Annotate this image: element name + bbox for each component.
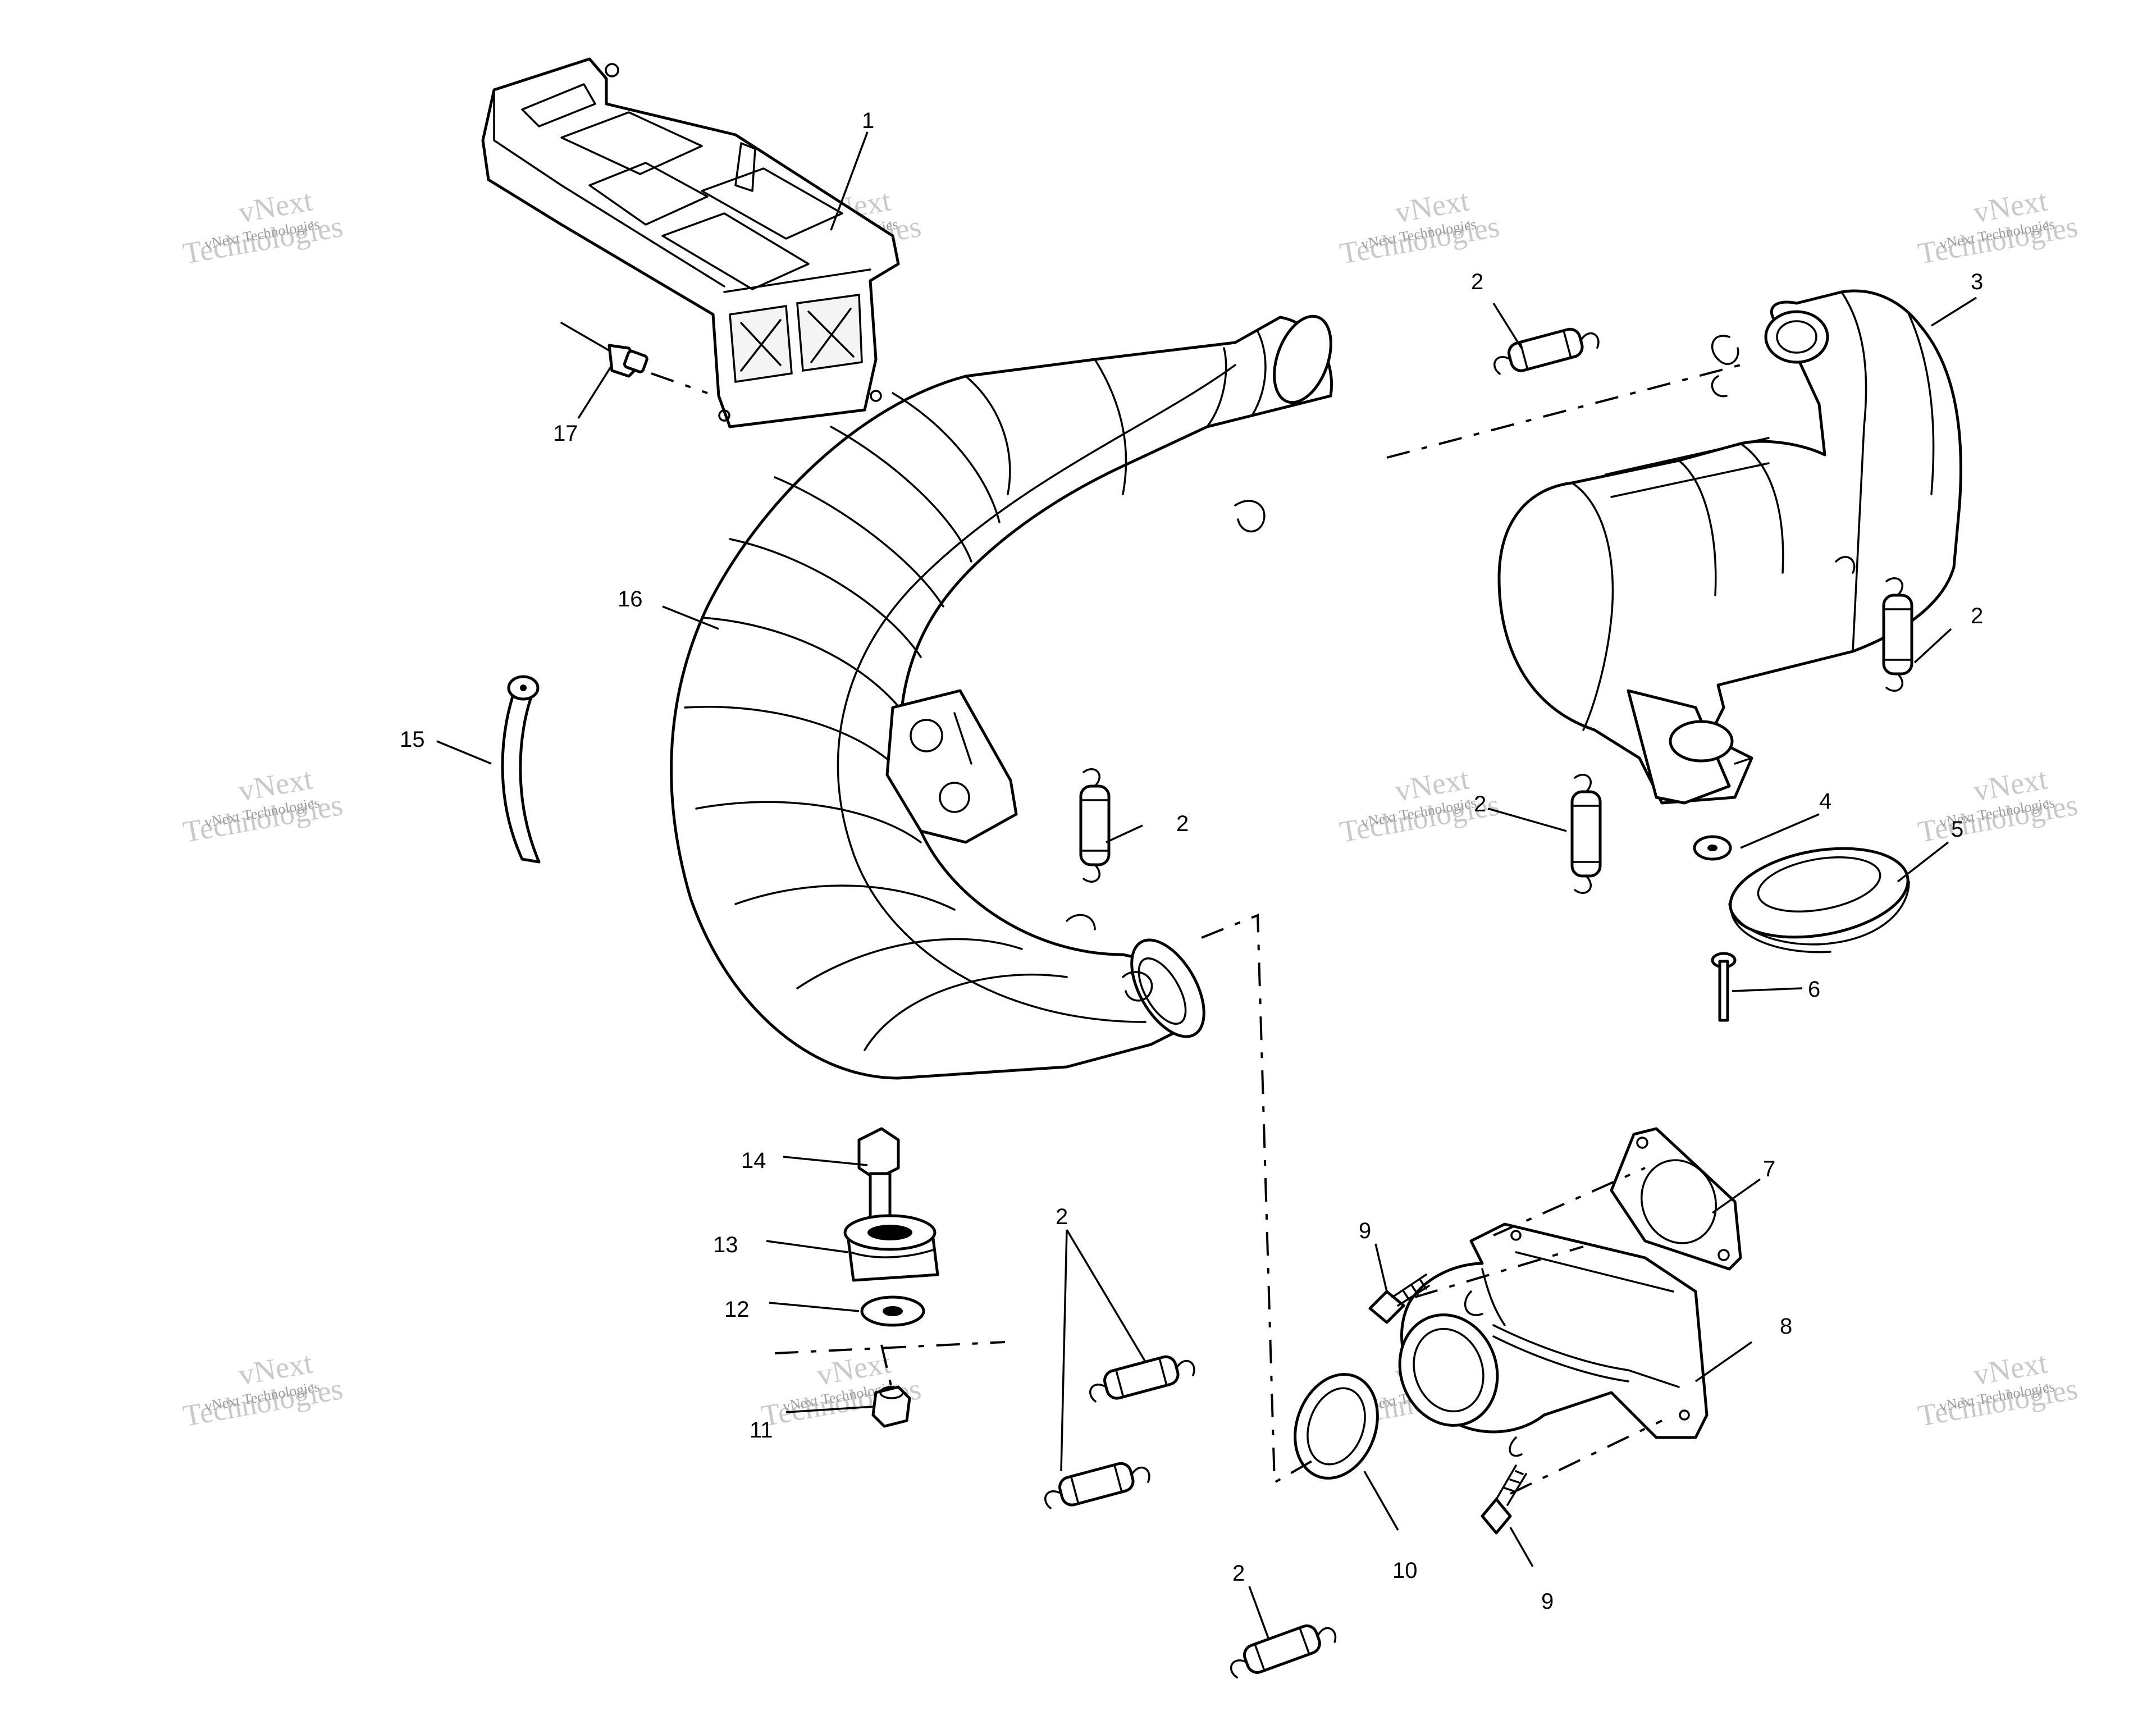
spring-c <box>1079 768 1111 883</box>
leader-lines <box>436 131 1977 1640</box>
spring-a <box>1493 327 1600 375</box>
callout-labels: 1 17 16 15 2 2 2 2 3 4 5 6 7 8 9 9 10 14… <box>400 108 1983 1614</box>
rivet-pin <box>1711 952 1737 1022</box>
spring-d <box>1570 774 1602 894</box>
bolt-lower <box>1481 1464 1527 1535</box>
watermark: Technologies vNext vNext Technologies <box>181 762 345 849</box>
callout-2-top: 2 <box>1471 270 1483 294</box>
mounting-bracket <box>481 57 900 428</box>
spring-e <box>1089 1355 1195 1403</box>
grommet <box>1728 847 1910 953</box>
callout-16: 16 <box>618 587 643 611</box>
callout-8: 8 <box>1780 1314 1792 1339</box>
washer <box>1693 835 1732 861</box>
flange-gasket <box>1294 1373 1379 1480</box>
spring-f <box>1044 1462 1150 1509</box>
callout-15: 15 <box>400 727 425 752</box>
callout-2-center: 2 <box>1176 811 1189 836</box>
nut <box>871 1385 911 1428</box>
callout-2-right: 2 <box>1971 604 1983 628</box>
callout-12: 12 <box>724 1297 750 1322</box>
gasket <box>1610 1127 1742 1271</box>
callout-2-springs-pair: 2 <box>1056 1204 1068 1229</box>
callout-3: 3 <box>1971 270 1983 294</box>
rubber-bushing <box>843 1214 939 1282</box>
callout-17: 17 <box>553 421 578 446</box>
callout-2-bottom: 2 <box>1232 1561 1245 1586</box>
watermark: Technologies vNext vNext Technologies <box>1916 762 2080 849</box>
watermark: Technologies vNext vNext Technologies <box>1916 184 2080 271</box>
callout-1: 1 <box>862 108 874 133</box>
callout-11: 11 <box>750 1418 773 1443</box>
spring-g <box>1230 1624 1337 1679</box>
callout-5: 5 <box>1951 817 1963 842</box>
callout-2-right-mid: 2 <box>1474 792 1486 816</box>
callout-14: 14 <box>741 1148 766 1173</box>
callout-9-lower: 9 <box>1541 1589 1554 1614</box>
callout-6: 6 <box>1808 977 1820 1002</box>
assembly-lines <box>651 364 1741 1495</box>
spring-b <box>1882 577 1913 692</box>
silencer <box>1497 289 1962 805</box>
callout-7: 7 <box>1763 1157 1775 1181</box>
callout-9-upper: 9 <box>1359 1219 1371 1243</box>
callout-4: 4 <box>1819 789 1831 814</box>
watermark: Technologies vNext vNext Technologies <box>181 1346 345 1433</box>
flat-washer <box>860 1295 925 1327</box>
callout-10: 10 <box>1392 1558 1418 1583</box>
rivet <box>560 322 648 378</box>
strap <box>501 675 541 864</box>
watermark: Technologies vNext vNext Technologies <box>1337 184 1502 271</box>
watermark: Technologies vNext vNext Technologies <box>1916 1346 2080 1433</box>
callout-13: 13 <box>713 1233 738 1257</box>
bolt-upper <box>1368 1274 1430 1324</box>
expansion-chamber <box>670 314 1333 1080</box>
watermark: Technologies vNext vNext Technologies <box>181 184 345 271</box>
